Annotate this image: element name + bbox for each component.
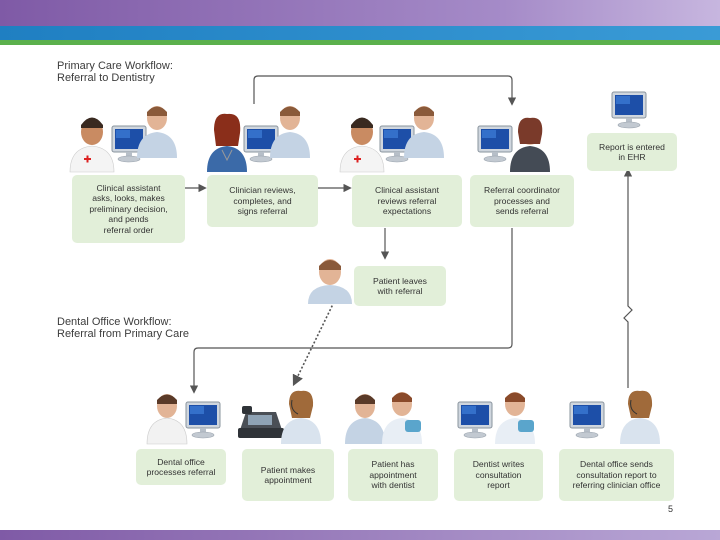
computer-monitor-icon	[185, 401, 221, 439]
desk-phone-icon	[238, 406, 284, 438]
step-referral-coordinator-sends: Referral coordinator processes and sends…	[470, 175, 574, 227]
step-clinical-assistant-reviews-expectations: Clinical assistant reviews referral expe…	[352, 175, 462, 227]
top-green-band	[0, 40, 720, 45]
top-purple-band	[0, 0, 720, 26]
referral-coordinator-icon	[510, 117, 550, 172]
dental-receptionist-icon	[146, 394, 188, 445]
patient-icon	[270, 106, 310, 158]
step-dental-office-processes-referral: Dental office processes referral	[136, 449, 226, 485]
arrow-loop-step3-to-step4	[253, 75, 517, 106]
dental-receptionist-icon	[281, 390, 321, 444]
step-report-entered-ehr: Report is entered in EHR	[587, 133, 677, 171]
clinical-assistant-icon	[339, 117, 385, 173]
dental-office-title: Dental Office Workflow: Referral from Pr…	[57, 316, 190, 340]
computer-monitor-icon	[457, 401, 493, 439]
top-blue-band	[0, 26, 720, 40]
computer-monitor-icon	[477, 125, 513, 163]
patient-icon	[137, 106, 177, 158]
step-clinical-assistant-pends-order: Clinical assistant asks, looks, makes pr…	[72, 175, 185, 243]
step-patient-leaves-with-referral: Patient leaves with referral	[354, 266, 446, 306]
patient-icon	[308, 259, 352, 304]
step-dentist-writes-report: Dentist writes consultation report	[454, 449, 543, 501]
step-patient-has-appointment: Patient has appointment with dentist	[348, 449, 438, 501]
bottom-purple-band	[0, 530, 720, 540]
computer-monitor-icon	[243, 125, 279, 163]
arrow-patient-to-appointment	[292, 301, 335, 387]
dentist-icon	[495, 392, 535, 444]
page-number: 5	[668, 504, 674, 514]
step-dental-office-sends-report: Dental office sends consultation report …	[559, 449, 674, 501]
step-clinician-signs-referral: Clinician reviews, completes, and signs …	[207, 175, 318, 227]
computer-monitor-icon	[111, 125, 147, 163]
clinician-icon	[207, 113, 247, 172]
arrow-step4-to-dental	[189, 228, 513, 394]
primary-care-title: Primary Care Workflow: Referral to Denti…	[57, 60, 173, 84]
computer-monitor-icon	[569, 401, 605, 439]
computer-monitor-icon	[611, 91, 647, 129]
patient-icon	[404, 106, 444, 158]
arrow-report-back-to-ehr	[623, 168, 633, 388]
patient-icon	[345, 394, 385, 444]
dental-receptionist-icon	[620, 390, 660, 444]
clinical-assistant-icon	[69, 117, 115, 173]
step-patient-makes-appointment: Patient makes appointment	[242, 449, 334, 501]
dentist-icon	[382, 392, 422, 444]
computer-monitor-icon	[379, 125, 415, 163]
